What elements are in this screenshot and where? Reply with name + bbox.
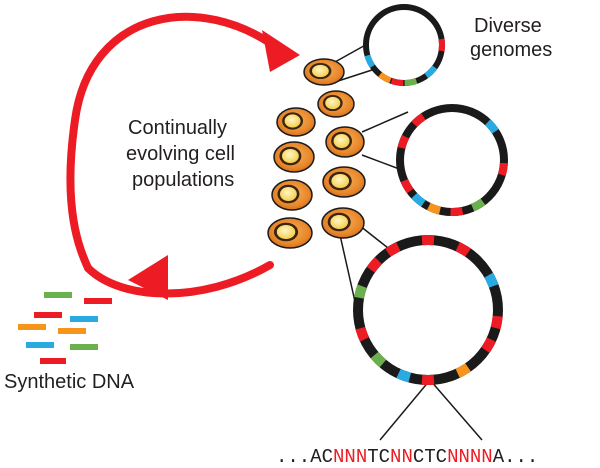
dna-fragment bbox=[40, 358, 66, 364]
cell-nucleus bbox=[282, 148, 299, 164]
dna-fragment bbox=[58, 328, 86, 334]
evolving-label-line3: populations bbox=[132, 169, 234, 191]
mutable-bases: NNNN bbox=[447, 446, 493, 468]
genome-marker bbox=[497, 162, 508, 177]
cell bbox=[317, 90, 355, 118]
genome-marker bbox=[484, 272, 499, 288]
genome-marker bbox=[390, 78, 404, 86]
cell-nucleus bbox=[331, 173, 350, 189]
genome-marker bbox=[378, 72, 392, 84]
genome-marker bbox=[396, 368, 412, 383]
arrowhead-bottom bbox=[128, 255, 168, 300]
genome-marker bbox=[470, 198, 486, 212]
genome-marker bbox=[455, 363, 471, 378]
cell bbox=[303, 58, 345, 86]
dna-sequence: ...ACNNNTCNNCTCNNNNA... bbox=[276, 446, 538, 468]
dna-fragment bbox=[18, 324, 46, 330]
arrowhead-top bbox=[262, 30, 300, 72]
mutable-bases: NNN bbox=[333, 446, 367, 468]
genome-marker bbox=[490, 315, 503, 330]
cell-nucleus bbox=[284, 114, 301, 128]
dna-fragment bbox=[34, 312, 62, 318]
synthetic-dna-fragments bbox=[18, 292, 112, 364]
genome-marker bbox=[366, 257, 383, 273]
cell bbox=[267, 217, 313, 249]
cycle-arc bbox=[66, 12, 284, 272]
genome-marker bbox=[354, 284, 367, 299]
cell-nucleus bbox=[325, 96, 341, 110]
cell bbox=[325, 126, 365, 158]
cell bbox=[322, 166, 366, 198]
genome-marker bbox=[397, 134, 410, 149]
mutable-bases: NN bbox=[390, 446, 413, 468]
genome-marker bbox=[484, 119, 499, 134]
genome-ring bbox=[396, 104, 508, 216]
genome-marker bbox=[355, 326, 370, 342]
cell-nucleus bbox=[330, 214, 349, 230]
dna-fragment bbox=[44, 292, 72, 298]
cell bbox=[273, 141, 315, 173]
cell bbox=[276, 107, 316, 137]
cell bbox=[271, 179, 313, 211]
cell-nucleus bbox=[280, 186, 297, 202]
genome-ring bbox=[353, 235, 503, 385]
cell-population bbox=[267, 58, 366, 249]
cycle-arc-lower bbox=[84, 261, 274, 298]
dna-fragment bbox=[84, 298, 112, 304]
genome-marker bbox=[450, 206, 464, 216]
cell-nucleus bbox=[276, 224, 296, 240]
evolving-label-line2: evolving cell bbox=[126, 143, 235, 165]
diverse-genomes-label-line2: genomes bbox=[470, 39, 552, 61]
fixed-bases: TC bbox=[367, 446, 390, 468]
genome-marker bbox=[404, 78, 418, 86]
genome-marker bbox=[385, 242, 401, 257]
genome-rings bbox=[353, 4, 508, 385]
genome-marker bbox=[411, 192, 426, 207]
evolving-label-line1: Continually bbox=[128, 117, 227, 139]
dna-fragment bbox=[70, 316, 98, 322]
diverse-genomes-label-line1: Diverse bbox=[474, 15, 542, 37]
genome-marker bbox=[370, 351, 387, 368]
cell-nucleus bbox=[312, 64, 329, 78]
dna-fragment bbox=[70, 344, 98, 350]
genome-marker bbox=[364, 54, 376, 68]
genome-marker bbox=[481, 337, 496, 353]
cell bbox=[321, 207, 365, 239]
fixed-bases: CTC bbox=[413, 446, 447, 468]
genome-marker bbox=[455, 242, 471, 257]
genome-marker bbox=[411, 113, 426, 128]
cell-nucleus bbox=[333, 133, 350, 149]
genome-ring bbox=[363, 4, 445, 86]
dna-fragment bbox=[26, 342, 54, 348]
synthetic-dna-label: Synthetic DNA bbox=[4, 371, 135, 393]
fixed-bases: A... bbox=[493, 446, 539, 468]
cycle-arrow bbox=[66, 12, 300, 300]
fixed-bases: ...AC bbox=[276, 446, 333, 468]
genome-marker bbox=[400, 178, 414, 194]
genome-marker bbox=[424, 65, 438, 79]
genome-marker bbox=[426, 202, 441, 215]
